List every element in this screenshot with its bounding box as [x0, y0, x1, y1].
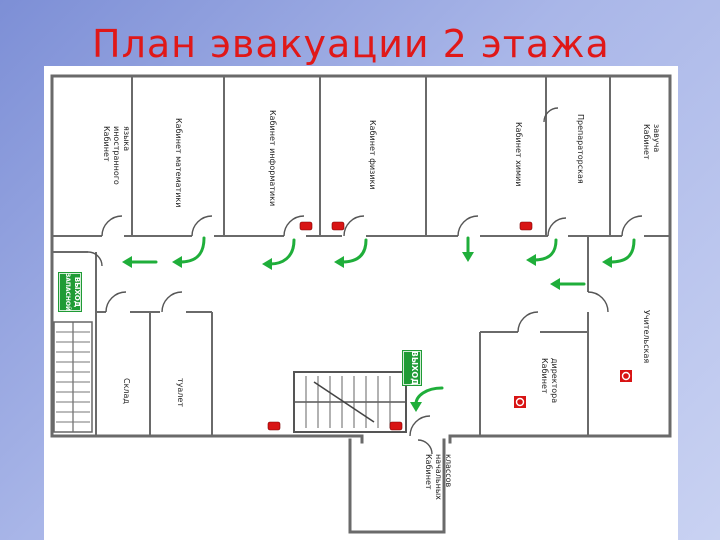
room-labels: Кабинет иностранного языка Кабинет матем… — [102, 110, 661, 502]
outer-walls — [50, 74, 672, 534]
left-walls — [52, 251, 213, 436]
evacuation-arrow-icon — [334, 238, 368, 268]
evacuation-arrow-icon — [410, 386, 444, 412]
exit-sign: ВЫХОД — [402, 350, 422, 386]
evacuation-arrow-icon — [172, 236, 206, 268]
room-head-teacher: Кабинет завуча — [642, 124, 661, 162]
central-staircase — [293, 371, 407, 433]
room-director: Кабинет директора — [540, 358, 559, 403]
right-walls — [479, 236, 589, 436]
evacuation-arrow-icon — [462, 236, 474, 262]
room-primary-classes: Кабинет начальных классов — [424, 454, 453, 502]
evacuation-arrow-icon — [262, 238, 296, 270]
emergency-exit-line2: ВЫХОД — [73, 277, 81, 307]
exit-sign-label: ВЫХОД — [410, 351, 419, 385]
fire-extinguisher-icon — [519, 221, 533, 231]
left-staircase — [53, 321, 93, 433]
room-informatics: Кабинет информатики — [268, 110, 277, 206]
evacuation-arrow-icon — [122, 256, 158, 268]
evacuation-arrows — [122, 236, 636, 412]
top-room-walls — [52, 76, 670, 237]
floor-plan: Кабинет иностранного языка Кабинет матем… — [50, 74, 672, 534]
emergency-exit-line1: ЗАПАСНОЙ — [64, 273, 72, 311]
fire-extinguisher-icon — [331, 221, 345, 231]
fire-alarm-icon — [514, 396, 526, 408]
room-prep: Препараторская — [576, 114, 585, 184]
floor-plan-panel: Кабинет иностранного языка Кабинет матем… — [44, 66, 678, 540]
fire-extinguisher-icon — [299, 221, 313, 231]
fire-extinguishers — [267, 221, 533, 431]
emergency-exit-sign: ЗАПАСНОЙ ВЫХОД — [58, 272, 82, 312]
evacuation-arrow-icon — [526, 238, 558, 266]
room-storage: Склад — [122, 378, 131, 404]
room-toilet: туалет — [176, 378, 185, 407]
room-teachers: Учительская — [642, 310, 651, 363]
fire-alarm-icon — [620, 370, 632, 382]
doors — [87, 107, 643, 455]
page-title: План эвакуации 2 этажа — [92, 22, 610, 66]
fire-extinguisher-icon — [389, 421, 403, 431]
room-physics: Кабинет физики — [368, 120, 377, 190]
room-math: Кабинет математики — [174, 118, 183, 207]
room-foreign-language: Кабинет иностранного языка — [102, 126, 131, 187]
fire-extinguisher-icon — [267, 421, 281, 431]
evacuation-arrow-icon — [602, 238, 636, 268]
evacuation-arrow-icon — [550, 278, 586, 290]
room-chemistry: Кабинет химии — [514, 122, 523, 186]
